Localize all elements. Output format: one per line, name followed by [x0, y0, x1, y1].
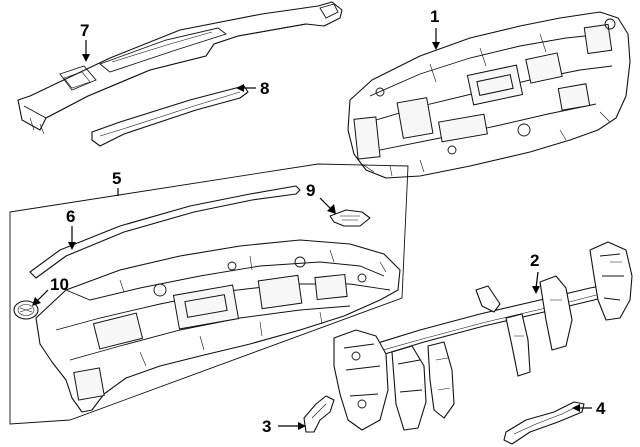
callout-10: 10 [50, 275, 69, 294]
callout-8: 8 [260, 79, 269, 98]
callout-4: 4 [596, 399, 606, 418]
part-1-dash-reinforcement [347, 11, 631, 179]
callout-9: 9 [306, 181, 315, 200]
part-8-trim-strip [91, 85, 249, 147]
part-6-trim-strip [29, 185, 301, 279]
callout-6: 6 [66, 207, 75, 226]
part-2-cross-car-beam [333, 241, 633, 431]
part-7-upper-pad [17, 1, 343, 135]
callout-5: 5 [112, 169, 121, 188]
part-5-group-outline [9, 163, 409, 425]
part-10-round-cap [13, 300, 39, 320]
part-5-instrument-panel [35, 239, 401, 413]
callout-1: 1 [430, 7, 439, 26]
part-3-bracket [303, 395, 335, 433]
callout-labels: 1 2 3 4 5 6 7 8 9 10 [50, 7, 606, 436]
leader-lines [32, 28, 592, 430]
callout-7: 7 [80, 21, 89, 40]
part-9-bracket [329, 209, 371, 227]
part-4-brace [503, 401, 585, 445]
callout-3: 3 [262, 417, 271, 436]
callout-2: 2 [530, 251, 539, 270]
